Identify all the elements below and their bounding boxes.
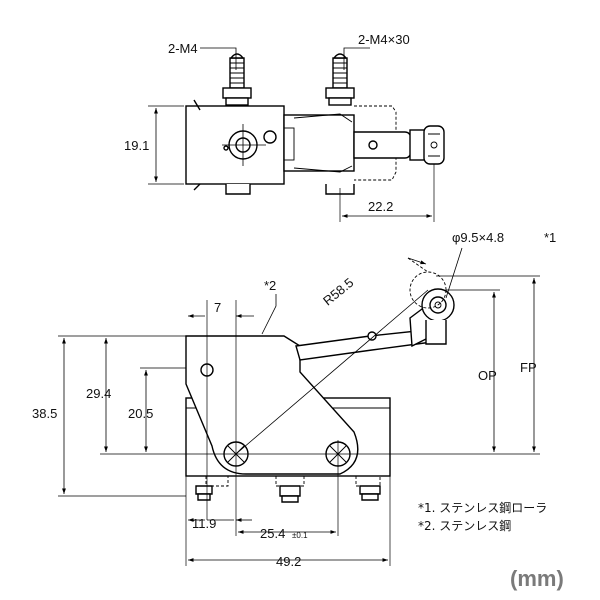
lever-bracket-top xyxy=(283,114,355,172)
dim-22-2: 22.2 xyxy=(368,199,393,214)
dim-25-4-tol: ±0.1 xyxy=(292,531,308,540)
screw-left xyxy=(222,53,252,106)
terminal-right xyxy=(355,476,381,501)
screw-right xyxy=(325,53,355,106)
leader-m4x30 xyxy=(343,47,370,70)
dim-25-4: 25.4 xyxy=(260,526,285,541)
dim-r58-5: R58.5 xyxy=(320,275,356,308)
dim-29-4: 29.4 xyxy=(86,386,111,401)
dim-49-2: 49.2 xyxy=(276,554,301,569)
note-1: *1. ステンレス鋼ローラ xyxy=(418,501,547,515)
note-2: *2. ステンレス鋼 xyxy=(418,519,511,533)
top-view: 2-M4 2-M4×30 19.1 22.2 xyxy=(124,32,445,222)
unit-label: (mm) xyxy=(510,566,564,591)
label-2-m4: 2-M4 xyxy=(168,41,198,56)
dim-11-9: 11.9 xyxy=(192,516,216,531)
dim-38-5: 38.5 xyxy=(32,406,57,421)
dim-fp: FP xyxy=(520,360,537,375)
roller-spec: φ9.5×4.8 xyxy=(452,230,504,245)
label-2-m4x30: 2-M4×30 xyxy=(358,32,410,47)
dim-20-5: 20.5 xyxy=(128,406,153,421)
actuator-plate xyxy=(185,335,359,475)
leader-star2 xyxy=(261,294,277,335)
dim-7: 7 xyxy=(214,300,221,315)
terminal-center xyxy=(275,476,305,503)
radius-line xyxy=(235,289,429,455)
dim-op: OP xyxy=(478,368,497,383)
lever-arm-top xyxy=(353,131,413,159)
terminal-left xyxy=(195,476,229,501)
mark-star1: *1 xyxy=(544,230,556,245)
leader-m4 xyxy=(200,47,237,70)
mark-star2: *2 xyxy=(264,278,276,293)
front-view: 7 R58.5 *2 φ9.5×4.8 *1 38.5 29.4 20.5 OP… xyxy=(32,230,556,569)
dim-19-1: 19.1 xyxy=(124,138,149,153)
